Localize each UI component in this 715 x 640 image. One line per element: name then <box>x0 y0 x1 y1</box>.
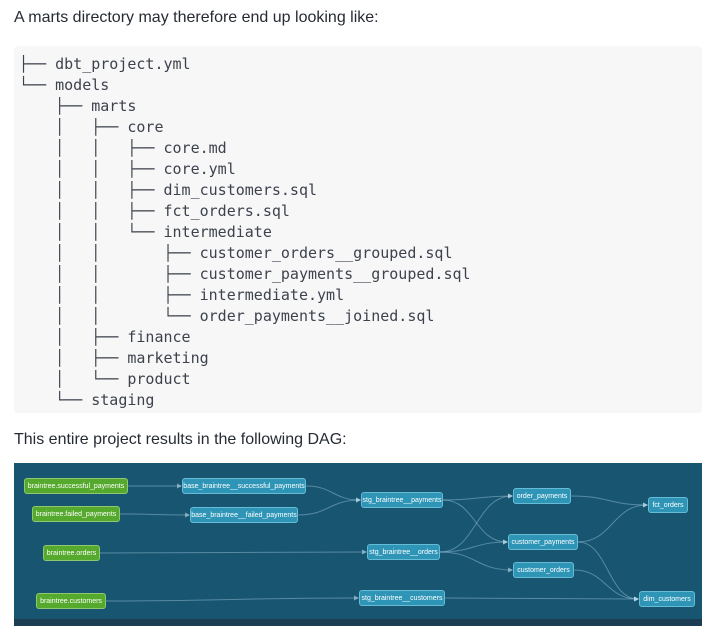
intro-text: A marts directory may therefore end up l… <box>14 9 379 26</box>
dag-bottom-bar <box>14 619 702 626</box>
dag-edge <box>105 595 359 602</box>
dag-edge <box>119 512 190 518</box>
dag-node-fct-orders[interactable]: fct_orders <box>648 497 688 513</box>
dag-edge <box>442 493 513 501</box>
dag-edge <box>577 541 639 602</box>
dag-node-dim-customers[interactable]: dim_customers <box>639 591 695 607</box>
dag-node-stg-braintree-payments[interactable]: stg_braintree__payments <box>361 492 443 508</box>
dag-node-stg-braintree-orders[interactable]: stg_braintree__orders <box>367 544 440 560</box>
dag-node-customer-payments[interactable]: customer_payments <box>508 534 578 550</box>
dag-intro-text: This entire project results in the follo… <box>14 431 347 448</box>
dag-node-braintree-orders[interactable]: braintree.orders <box>43 545 100 561</box>
dag-edge <box>439 493 513 553</box>
dag-panel: braintree.successful_payments base_braint… <box>14 463 702 626</box>
dag-edge <box>570 495 648 508</box>
dag-node-base-braintree-successful-payments[interactable]: base_braintree__successful_payments <box>182 478 306 494</box>
directory-tree: ├── dbt_project.yml └── models ├── marts… <box>19 55 471 409</box>
dag-node-order-payments[interactable]: order_payments <box>513 488 571 504</box>
dag-edge <box>439 551 513 573</box>
dag-edge <box>305 485 361 503</box>
dag-edge <box>442 499 508 545</box>
dag-edge <box>439 539 508 553</box>
dag-edge <box>577 502 648 543</box>
dag-node-base-braintree-failed-payments[interactable]: base_braintree__failed_payments <box>190 507 298 523</box>
dag-edge <box>99 549 367 555</box>
dag-edge <box>573 569 639 602</box>
dag-edge <box>297 497 361 516</box>
dag-node-braintree-failed-payments[interactable]: braintree.failed_payments <box>32 506 120 522</box>
dag-edge <box>444 596 639 602</box>
dag-node-stg-braintree-customers[interactable]: stg_braintree__customers <box>359 590 445 606</box>
dag-node-customer-orders[interactable]: customer_orders <box>513 562 574 578</box>
dag-edges <box>99 483 648 602</box>
dag-node-braintree-customers[interactable]: braintree.customers <box>36 593 106 609</box>
directory-tree-block: ├── dbt_project.yml └── models ├── marts… <box>14 46 702 413</box>
dag-node-braintree-successful-payments[interactable]: braintree.successful_payments <box>24 478 128 494</box>
